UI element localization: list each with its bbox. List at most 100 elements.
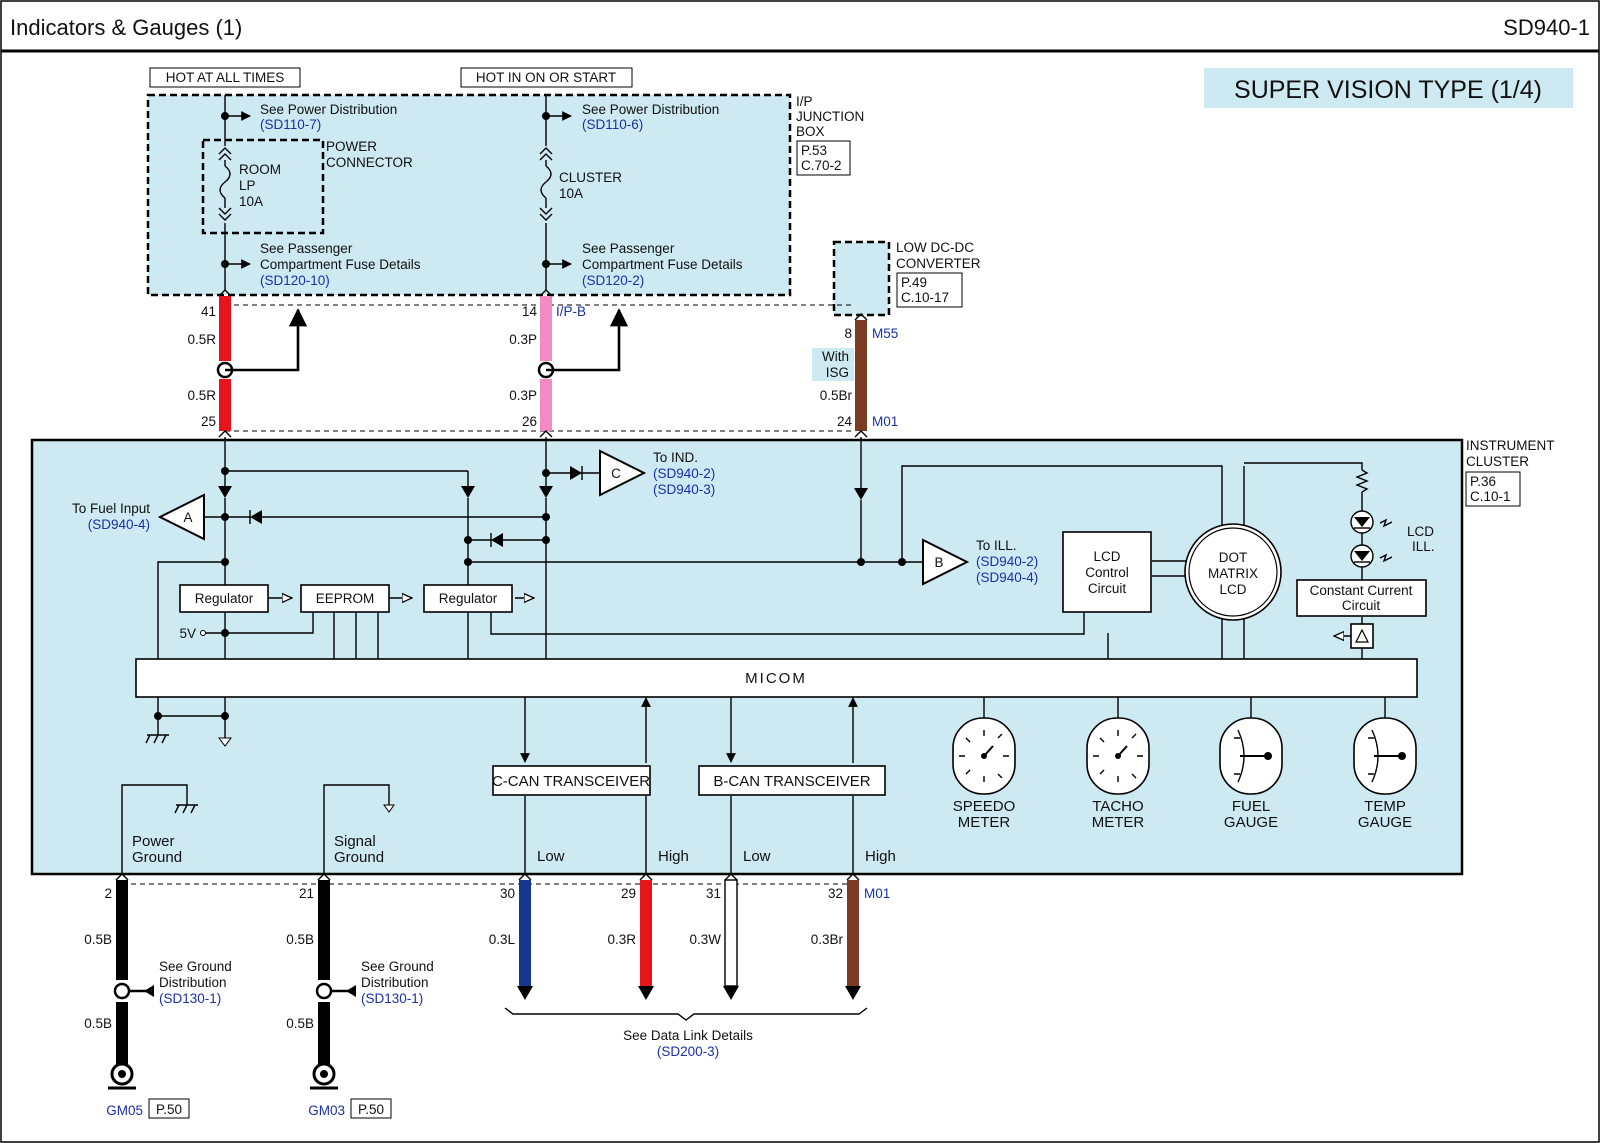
connector-b-letter: B (934, 555, 943, 570)
lcd-control-circuit-box (1062, 531, 1152, 613)
ground-gm05-page-box (148, 1098, 190, 1119)
with-isg-badge (812, 348, 854, 381)
power-connector-box (201, 138, 325, 235)
fuel-gauge-line1: FUEL (1232, 798, 1270, 815)
super-vision-badge-text: SUPER VISION TYPE (1/4) (1234, 76, 1542, 104)
hot-all-times-label: HOT AT ALL TIMES (166, 70, 285, 85)
b-can-transceiver-label: B-CAN TRANSCEIVER (713, 773, 870, 790)
see-ground-right-line1: See Ground (361, 959, 434, 974)
power-ground-line2: Ground (132, 849, 182, 866)
gm03-wire-bottom: 0.5B (286, 1016, 314, 1031)
ground-ref-right: (SD130-1) (361, 991, 423, 1006)
wire-blue-label: 0.3L (489, 932, 516, 947)
pin-30: 30 (500, 886, 515, 901)
speedometer-line2: METER (958, 814, 1011, 831)
ground-wire-gm03 (315, 880, 356, 1064)
with-isg-line1: With (822, 349, 849, 364)
micom-box (135, 658, 1418, 698)
connector-m55: M55 (872, 326, 898, 341)
converter-label-line2: CONVERTER (896, 256, 981, 271)
power-connector-line2: CONNECTOR (326, 155, 413, 170)
pin-29: 29 (621, 886, 636, 901)
ill-ref-1: (SD940-2) (976, 554, 1038, 569)
junction-box-label-line2: JUNCTION (796, 109, 864, 124)
cluster-label-line1: INSTRUMENT (1466, 438, 1555, 453)
wire-red-lower-label: 0.3R (607, 932, 636, 947)
power-ref-left: (SD110-7) (260, 117, 321, 132)
regulator-2-box (423, 584, 513, 613)
temp-gauge-line2: GAUGE (1358, 814, 1412, 831)
lcd-ill-line2: ILL. (1412, 539, 1435, 554)
wire-brown-lower-label: 0.3Br (811, 932, 844, 947)
see-power-dist-left: See Power Distribution (260, 102, 397, 117)
ground-symbol-gm03-icon (310, 1062, 338, 1090)
wire-pink-label-top: 0.3P (509, 332, 537, 347)
ground-wire-gm05 (113, 880, 154, 1064)
ground-gm03-page: P.50 (358, 1102, 384, 1117)
ind-ref-1: (SD940-2) (653, 466, 715, 481)
ground-ref-left: (SD130-1) (159, 991, 221, 1006)
chassis-ground-icon (145, 734, 169, 744)
gm05-wire-top: 0.5B (84, 932, 112, 947)
fuel-gauge-dial-icon (1219, 717, 1283, 795)
to-fuel-input: To Fuel Input (72, 501, 150, 516)
pin-14: 14 (522, 304, 538, 319)
connector-b: B (922, 538, 970, 586)
speedometer-line1: SPEEDO (953, 798, 1016, 815)
passenger-ref-left: (SD120-10) (260, 273, 330, 288)
hot-on-start-box (460, 67, 633, 88)
page-code: SD940-1 (1503, 15, 1590, 40)
junction-box-ref-line1: P.53 (801, 143, 827, 158)
see-ground-left-line2: Distribution (159, 975, 227, 990)
ground-gm05-label: GM05 (106, 1103, 143, 1118)
gm03-wire-top: 0.5B (286, 932, 314, 947)
cluster-fuse-line1: CLUSTER (559, 170, 622, 185)
see-data-link: See Data Link Details (623, 1028, 753, 1043)
data-link-arrows (517, 986, 861, 1000)
temp-gauge-dial-icon (1353, 717, 1417, 795)
connector-m01-lower: M01 (864, 886, 890, 901)
power-ground-line1: Power (132, 833, 175, 850)
pin-8: 8 (844, 326, 852, 341)
regulator-2-label: Regulator (439, 591, 498, 606)
lcd-control-line3: Circuit (1088, 581, 1127, 596)
connector-c-letter: C (611, 466, 621, 481)
wire-0-5br (855, 320, 867, 431)
cluster-fuse-icon (540, 165, 552, 199)
see-passenger-right-line1: See Passenger (582, 241, 675, 256)
wire-0-3p (537, 296, 629, 431)
converter-ref-line1: P.49 (901, 275, 927, 290)
pin-25: 25 (201, 414, 216, 429)
pin-32: 32 (828, 886, 843, 901)
ground-gm05-page: P.50 (156, 1102, 182, 1117)
wire-white-label: 0.3W (689, 932, 721, 947)
cluster-fuse-line2: 10A (559, 186, 583, 201)
junction-box-ref-box (796, 140, 851, 176)
connector-c: C (599, 449, 647, 497)
see-passenger-left-line2: Compartment Fuse Details (260, 257, 421, 272)
data-link-ref: (SD200-3) (657, 1044, 719, 1059)
converter-ref-box (896, 272, 963, 308)
to-ill: To ILL. (976, 538, 1017, 553)
speedometer-dial-icon (952, 717, 1016, 795)
junction-box-ref-line2: C.70-2 (801, 158, 842, 173)
wire-red-label-top: 0.5R (187, 332, 216, 347)
ground-gm03-label: GM03 (308, 1103, 345, 1118)
room-fuse-icon (219, 165, 231, 199)
dot-matrix-line2: MATRIX (1208, 566, 1258, 581)
five-volt-label: 5V (179, 626, 196, 641)
room-fuse-line1: ROOM (239, 162, 281, 177)
connector-a-letter: A (183, 510, 192, 525)
cluster-ref-box (1465, 471, 1521, 507)
fuel-input-ref: (SD940-4) (88, 517, 150, 532)
c-can-low-label: Low (537, 848, 565, 865)
constant-current-line2: Circuit (1342, 598, 1381, 613)
connector-m01-upper: M01 (872, 414, 898, 429)
dot-matrix-lcd (1184, 523, 1282, 621)
instrument-cluster-panel (30, 438, 1464, 876)
dot-matrix-line1: DOT (1219, 550, 1248, 565)
to-ind: To IND. (653, 450, 698, 465)
power-ground-chassis-icon (174, 804, 198, 814)
